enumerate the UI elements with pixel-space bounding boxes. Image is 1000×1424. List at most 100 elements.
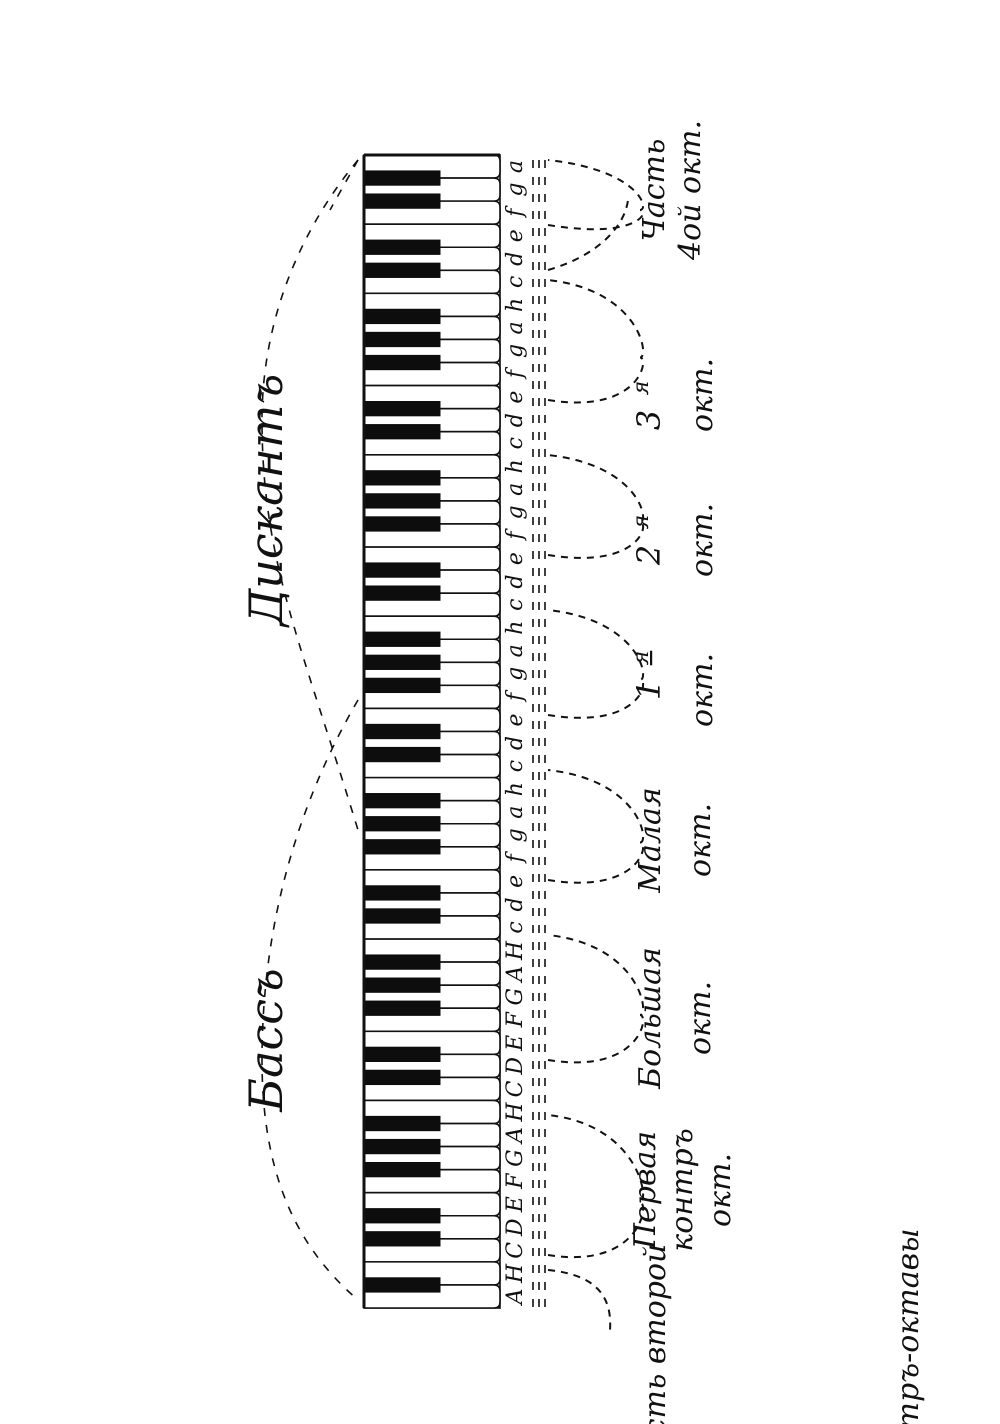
black-key (365, 1161, 441, 1178)
note-letter: f (503, 366, 528, 380)
black-key (365, 470, 441, 486)
note-letter: e (503, 391, 528, 404)
octave-brace (547, 934, 645, 1064)
svg-text:окт.: окт. (685, 358, 720, 432)
black-key (365, 585, 441, 601)
octave-label-small: Малая окт. (633, 787, 718, 893)
note-letter: A (503, 966, 528, 984)
octave-label-second-contra: Часть второй Контръ-октавы (638, 1228, 926, 1424)
note-letter: d (503, 252, 528, 266)
octave-brace (547, 454, 644, 559)
svg-text:Часть: Часть (637, 139, 672, 242)
svg-text:Малая: Малая (633, 787, 668, 893)
note-letter-column: AHCDEFGAHCDEFGAHcdefgahcdefgahcdefgahcde… (503, 160, 528, 1306)
note-letter: d (503, 575, 528, 589)
note-letter: d (503, 413, 528, 427)
note-letter: c (503, 276, 528, 288)
black-key (365, 723, 441, 740)
note-letter: F (503, 1173, 528, 1190)
octave-brace (547, 199, 629, 271)
octave-brace (547, 1269, 612, 1331)
note-letter: h (503, 298, 528, 312)
note-letter: E (503, 1196, 528, 1213)
register-dashed-lines (261, 159, 359, 1301)
octave-label-first-contra: Первая контръ окт. (628, 1128, 738, 1251)
svg-text:2: 2 (630, 545, 668, 566)
black-key (365, 1069, 441, 1086)
svg-text:1: 1 (630, 680, 668, 700)
note-letter: F (503, 1011, 528, 1028)
note-letter: a (503, 321, 528, 334)
black-key (365, 677, 441, 694)
treble-register-label: Дискантъ (239, 374, 293, 628)
black-key (365, 239, 441, 255)
octave-label-third: 3 я окт. (629, 358, 720, 432)
svg-text:Часть второй: Часть второй (638, 1244, 673, 1424)
note-letter: e (503, 229, 528, 242)
note-letter: E (503, 1035, 528, 1052)
svg-text:Контръ-октавы: Контръ-октавы (891, 1228, 926, 1424)
note-letter: d (503, 897, 528, 911)
black-key (365, 170, 441, 186)
black-key (365, 1000, 441, 1016)
note-letter: a (503, 806, 528, 819)
black-key (365, 1231, 441, 1247)
svg-text:Большая: Большая (633, 947, 668, 1090)
octave-brace (547, 769, 644, 884)
note-letter: G (503, 988, 528, 1006)
octave-label-fourth: Часть 4ой окт. (637, 120, 708, 261)
black-key (365, 331, 441, 348)
note-letter: c (503, 437, 528, 449)
note-letter: f (503, 528, 528, 542)
note-letter: a (503, 644, 528, 657)
note-letter: h (503, 621, 528, 635)
note-letter: c (503, 760, 528, 772)
note-letter: A (503, 1289, 528, 1307)
svg-text:окт.: окт. (685, 503, 720, 577)
black-key (365, 493, 441, 509)
note-letter: H (503, 1102, 528, 1123)
note-letter: H (503, 1263, 528, 1284)
octave-label-second: 2 я окт. (629, 503, 720, 577)
svg-text:контръ: контръ (665, 1128, 700, 1251)
svg-text:окт.: окт. (683, 981, 718, 1055)
svg-text:окт.: окт. (703, 1153, 738, 1227)
black-key (365, 793, 441, 809)
black-key (365, 562, 441, 578)
note-letter: g (503, 828, 528, 842)
black-key (365, 908, 441, 924)
black-key (365, 1138, 441, 1155)
black-key (365, 746, 441, 763)
svg-text:окт.: окт. (683, 803, 718, 877)
bass-register-label: Бассъ (239, 968, 293, 1112)
note-letter: A (503, 1127, 528, 1145)
black-key (365, 954, 441, 970)
note-letter: f (503, 850, 528, 864)
note-letter: e (503, 875, 528, 888)
piano-keyboard (362, 153, 501, 1309)
black-key (365, 1046, 441, 1062)
note-letter: C (503, 1080, 528, 1097)
black-key (365, 839, 441, 855)
bass-register-line (261, 699, 359, 1301)
octave-brace (547, 279, 645, 404)
octave-label-great: Большая окт. (633, 947, 718, 1090)
black-key (365, 816, 441, 832)
note-letter: G (503, 1149, 528, 1167)
black-key (365, 654, 441, 670)
svg-text:Первая: Первая (628, 1131, 663, 1250)
note-letter: h (503, 782, 528, 796)
note-letter: d (503, 736, 528, 750)
black-key (365, 977, 441, 993)
note-letter: c (503, 599, 528, 611)
note-letter: a (503, 483, 528, 496)
octave-brace (547, 159, 645, 231)
register-line-tick (329, 159, 359, 211)
svg-text:окт.: окт. (685, 653, 720, 727)
black-key (365, 1115, 441, 1132)
octave-brace (547, 1114, 645, 1259)
black-key (365, 1277, 441, 1293)
note-letter: H (503, 940, 528, 961)
svg-text:я: я (629, 381, 654, 396)
